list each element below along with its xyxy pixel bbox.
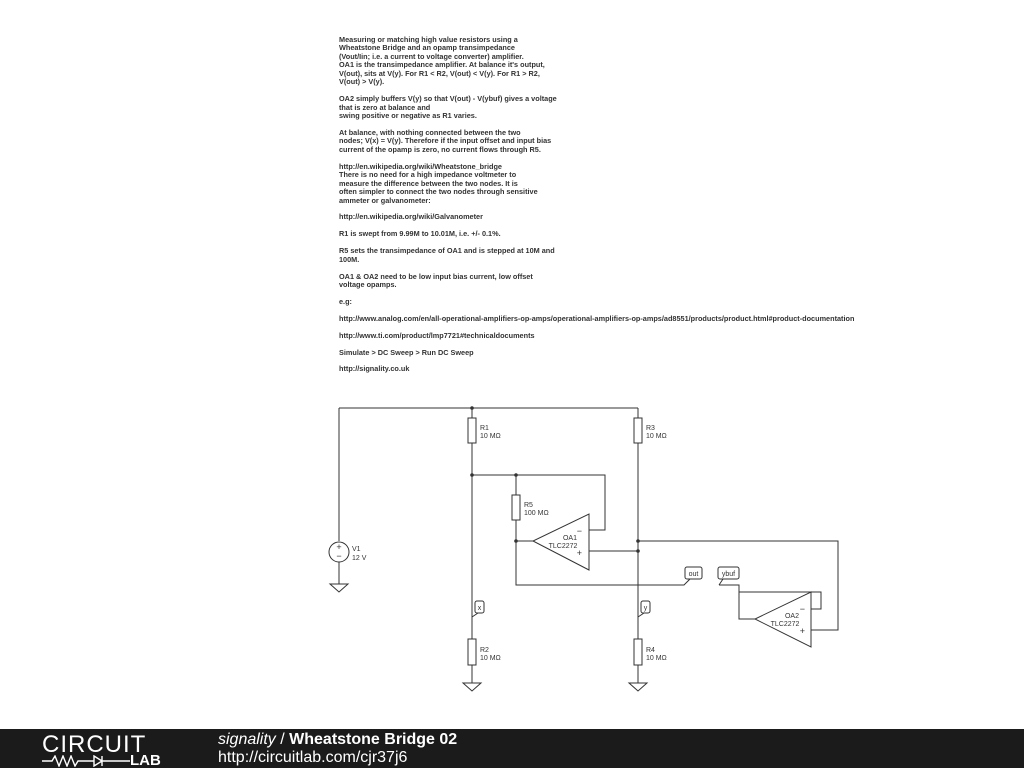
oa1-minus-symbol: −	[577, 526, 582, 536]
r2-value: 10 MΩ	[480, 655, 501, 662]
description-line: At balance, with nothing connected betwe…	[339, 127, 521, 137]
wire-ybuf-feedback	[718, 578, 822, 620]
v1-value: 12 V	[352, 555, 367, 562]
footer-bar: CIRCUIT LAB signality / Wheatstone Bridg…	[0, 729, 1024, 768]
resistor-r2[interactable]	[467, 638, 477, 666]
description-line: OA2 simply buffers V(y) so that V(out) -…	[339, 94, 557, 104]
r2-name: R2	[480, 647, 489, 654]
resistor-r5[interactable]	[511, 494, 521, 521]
svg-text:out: out	[689, 571, 699, 578]
ground-r4-symbol	[627, 682, 649, 692]
r4-value: 10 MΩ	[646, 655, 667, 662]
svg-text:+: +	[336, 542, 341, 552]
r1-name: R1	[480, 425, 489, 432]
description-line: current of the opamp is zero, no current…	[339, 144, 541, 154]
junction-dot	[636, 539, 640, 543]
circuit-description: Measuring or matching high value resisto…	[339, 35, 999, 374]
description-line: V(out), sits at V(y). For R1 < R2, V(out…	[339, 68, 540, 78]
description-line: (Vout/Iin; i.e. a current to voltage con…	[339, 51, 524, 61]
description-line[interactable]: http://en.wikipedia.org/wiki/Wheatstone_…	[339, 161, 502, 171]
description-line: 100M.	[339, 254, 360, 264]
schematic: + − V1 12 V R1 10 MΩ R2 10 MΩ R3 10 MΩ R…	[328, 406, 839, 692]
opamp-oa1[interactable]	[531, 513, 590, 571]
description-line: V(out) > V(y).	[339, 77, 385, 87]
description-line[interactable]: http://en.wikipedia.org/wiki/Galvanomete…	[339, 212, 483, 222]
resistor-r1[interactable]	[467, 417, 477, 444]
author-link[interactable]: signality	[218, 731, 276, 748]
description-line[interactable]: http://www.analog.com/en/all-operational…	[339, 313, 855, 323]
oa2-minus-symbol: −	[800, 604, 805, 614]
circuit-title: signality / Wheatstone Bridge 02	[218, 731, 457, 749]
r4-name: R4	[646, 647, 655, 654]
r5-value: 100 MΩ	[524, 510, 549, 517]
oa2-name: OA2	[785, 613, 799, 620]
svg-text:x: x	[478, 605, 482, 612]
oa1-name: OA1	[563, 535, 577, 542]
circuit-name: Wheatstone Bridge 02	[289, 731, 458, 748]
ground-v1-symbol	[328, 583, 350, 593]
wire-oa1-feedback	[472, 474, 606, 542]
resistor-r3[interactable]	[633, 417, 643, 444]
description-line: There is no need for a high impedance vo…	[339, 170, 517, 180]
description-line: R1 is swept from 9.99M to 10.01M, i.e. +…	[339, 229, 501, 239]
r3-value: 10 MΩ	[646, 433, 667, 440]
description-line: e.g:	[339, 296, 352, 306]
ground-r2-symbol	[461, 682, 483, 692]
oa2-part: TLC2272	[771, 621, 800, 628]
r1-value: 10 MΩ	[480, 433, 501, 440]
description-line: measure the difference between the two n…	[339, 178, 518, 188]
description-line: often simpler to connect the two nodes t…	[339, 187, 538, 197]
junction-dot	[514, 539, 518, 543]
svg-text:ybuf: ybuf	[722, 571, 735, 578]
junction-dot	[636, 549, 640, 553]
description-line: that is zero at balance and	[339, 102, 431, 112]
junction-dot	[514, 473, 518, 477]
description-line[interactable]: http://signality.co.uk	[339, 364, 410, 374]
oa1-part: TLC2272	[549, 543, 578, 550]
logo-text-bottom: LAB	[130, 752, 161, 769]
net-label-x[interactable]: x	[471, 600, 485, 618]
junction-dot	[470, 406, 474, 410]
description-line: voltage opamps.	[339, 280, 397, 290]
description-line: OA1 & OA2 need to be low input bias curr…	[339, 271, 533, 281]
junction-dot	[470, 473, 474, 477]
net-label-y[interactable]: y	[637, 600, 651, 618]
description-line: swing positive or negative as R1 varies.	[339, 111, 477, 121]
net-label-ybuf[interactable]: ybuf	[717, 566, 740, 580]
svg-text:y: y	[644, 605, 648, 612]
voltage-source-v1[interactable]: + −	[328, 541, 350, 563]
title-separator: /	[275, 731, 290, 748]
v1-name: V1	[352, 546, 361, 553]
resistor-r4[interactable]	[633, 638, 643, 666]
description-line: Measuring or matching high value resisto…	[339, 35, 518, 44]
description-line: OA1 is the transimpedance amplifier. At …	[339, 60, 545, 70]
description-line: Wheatstone Bridge and an opamp transimpe…	[339, 43, 515, 53]
wire-y-to-oa2	[638, 540, 839, 631]
description-line[interactable]: http://www.ti.com/product/lmp7721#techni…	[339, 330, 535, 340]
description-line: Simulate > DC Sweep > Run DC Sweep	[339, 347, 474, 357]
logo-text-top: CIRCUIT	[42, 731, 147, 758]
circuitlab-logo[interactable]: CIRCUIT LAB	[42, 731, 182, 769]
resistor-diode-icon	[42, 755, 130, 767]
svg-text:−: −	[336, 551, 341, 561]
description-line: R5 sets the transimpedance of OA1 and is…	[339, 246, 555, 256]
description-line: ammeter or galvanometer:	[339, 195, 431, 205]
net-label-out[interactable]: out	[684, 566, 703, 580]
oa2-plus-symbol: +	[800, 626, 805, 636]
opamp-oa2[interactable]	[753, 591, 812, 648]
oa1-plus-symbol: +	[577, 548, 582, 558]
circuit-url[interactable]: http://circuitlab.com/cjr37j6	[218, 749, 408, 766]
r5-name: R5	[524, 502, 533, 509]
description-line: nodes; V(x) = V(y). Therefore if the inp…	[339, 136, 552, 146]
r3-name: R3	[646, 425, 655, 432]
wire-oa1-output	[515, 541, 691, 586]
